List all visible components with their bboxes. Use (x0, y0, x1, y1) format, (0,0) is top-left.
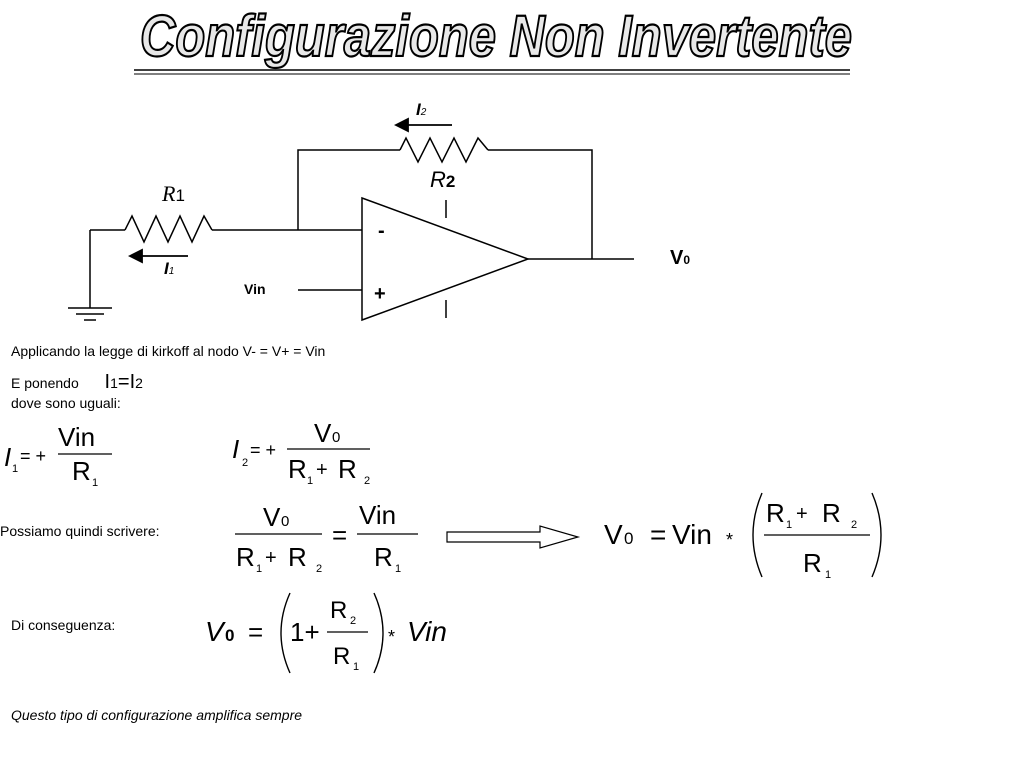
condition-i2-idx: 2 (135, 375, 143, 391)
eq3-rhs-num: Vin (359, 500, 396, 530)
eq4-plus: + (796, 503, 808, 525)
opamp-triangle (361, 196, 531, 322)
eq4-num-a: R (766, 498, 785, 528)
eq4-paren-right (871, 492, 882, 578)
eq5-paren-left (280, 592, 291, 674)
eq1-den: R (72, 456, 91, 486)
eq5-lhs-idx: 0 (225, 626, 234, 645)
eq5-lhs: V (205, 616, 226, 647)
implies-arrow (446, 525, 581, 549)
eq3-num: V (263, 502, 281, 532)
eq3-plus: + (265, 547, 277, 569)
eq3-eq: = (332, 520, 347, 550)
i2-label: I2 (416, 100, 427, 119)
r2-label: R2 (430, 167, 455, 192)
eq1-num: Vin (58, 422, 95, 452)
condition-i2: I (129, 371, 136, 393)
eq3-rhs-den: R (374, 542, 393, 572)
eq2-den-b-idx: 2 (364, 475, 370, 487)
condition-i1: I (104, 371, 111, 393)
eq4-lhs: V (604, 519, 623, 550)
equation-vout: V 0 = Vin * R 1 + R 2 R 1 (604, 492, 882, 581)
i1-label: I1 (164, 259, 174, 278)
eq1-lhs: I (4, 442, 11, 472)
eq4-times: * (726, 530, 733, 550)
eq5-eq: = (248, 617, 263, 647)
eq5-den: R (333, 643, 350, 670)
eq2-plus: + (316, 459, 328, 481)
eq2-den-a: R (288, 454, 307, 484)
eq4-den: R (803, 548, 822, 578)
eq1-eq: = + (20, 446, 46, 466)
eq2-eq: = + (250, 440, 276, 460)
eq4-num-b: R (822, 498, 841, 528)
eq4-eq: = (650, 519, 666, 550)
minus-sign: - (378, 220, 385, 242)
eq2-num-idx: 0 (332, 429, 340, 446)
ground-symbol (68, 307, 112, 321)
eq5-num-idx: 2 (350, 615, 356, 627)
possiamo-text: Possiamo quindi scrivere: (0, 523, 160, 539)
eq5-times: * (388, 627, 395, 647)
eq5-vin: Vin (407, 616, 447, 647)
equation-ratio: V 0 R 1 + R 2 = Vin R 1 (235, 500, 418, 575)
arrow-i2-head (393, 117, 409, 133)
r1-label: R1 (161, 181, 185, 206)
resistor-r1 (124, 214, 213, 244)
eq4-paren-left (752, 492, 763, 578)
eq4-den-idx: 1 (825, 569, 831, 581)
kirchhoff-text: Applicando la legge di kirkoff al nodo V… (11, 343, 326, 359)
wire-feedback-up (297, 149, 400, 230)
title-text: Configurazione Non Invertente (140, 4, 852, 69)
circuit-diagram: R1 R2 I2 I1 - + Vin V0 (68, 100, 690, 322)
eq2-num: V (314, 418, 332, 448)
eq4-lhs-idx: 0 (624, 529, 633, 548)
eq4-num-a-idx: 1 (786, 519, 792, 531)
eq3-den-a-idx: 1 (256, 563, 262, 575)
condition-prefix: E ponendo (11, 375, 79, 391)
arrow-i1-head (127, 248, 143, 264)
condition-text: E ponendo I1=I2 (11, 371, 143, 394)
conseguenza-text: Di conseguenza: (11, 617, 116, 633)
eq2-lhs-idx: 2 (242, 457, 248, 469)
eq5-paren-right (373, 592, 384, 674)
eq3-den-b-idx: 2 (316, 563, 322, 575)
condition-equals: = (117, 371, 130, 393)
wire-feedback-right (488, 149, 593, 259)
equation-i2: I 2 = + V 0 R 1 + R 2 (232, 418, 370, 487)
eq5-den-idx: 1 (353, 661, 359, 673)
eq2-lhs: I (232, 434, 239, 464)
eq1-lhs-idx: 1 (12, 463, 18, 475)
resistor-r2 (399, 136, 489, 164)
eq3-den-a: R (236, 542, 255, 572)
plus-sign: + (374, 283, 386, 305)
eq3-num-idx: 0 (281, 513, 289, 530)
eq5-num: R (330, 597, 347, 624)
slide-title: Configurazione Non Invertente (134, 3, 853, 75)
equation-gain: V 0 = 1+ R 2 R 1 * Vin (205, 592, 447, 674)
eq3-rhs-den-idx: 1 (395, 563, 401, 575)
equations: I 1 = + Vin R 1 I 2 = + V 0 R 1 + R 2 V … (4, 418, 882, 674)
equal-text: dove sono uguali: (11, 395, 121, 411)
vout-label: V0 (670, 247, 690, 269)
condition-i1-idx: 1 (110, 375, 118, 391)
eq5-one-plus: 1+ (290, 617, 320, 647)
eq2-den-a-idx: 1 (307, 475, 313, 487)
eq3-den-b: R (288, 542, 307, 572)
eq2-den-b: R (338, 454, 357, 484)
eq1-den-idx: 1 (92, 477, 98, 489)
vin-label: Vin (244, 281, 266, 297)
conclusion-text: Questo tipo di configurazione amplifica … (11, 707, 303, 723)
equation-i1: I 1 = + Vin R 1 (4, 422, 112, 489)
eq4-num-b-idx: 2 (851, 519, 857, 531)
eq4-vin: Vin (672, 519, 712, 550)
